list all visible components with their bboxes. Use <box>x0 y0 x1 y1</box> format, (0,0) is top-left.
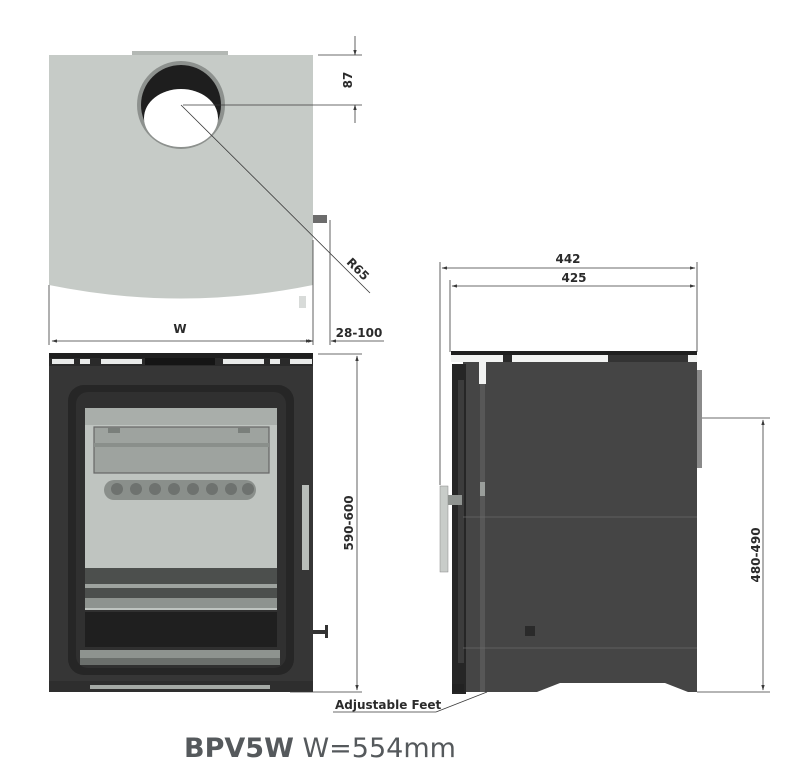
width-spec: W=554mm <box>302 733 456 764</box>
air-control-knob[interactable] <box>313 630 327 634</box>
wall-clearance-label: 28-100 <box>336 326 383 340</box>
adjustable-feet-label: Adjustable Feet <box>335 698 442 712</box>
rear-flue-height-label: 480-490 <box>749 527 763 582</box>
top-plate <box>49 55 313 299</box>
flue-radius-label: R65 <box>344 255 372 283</box>
adjustable-feet-callout: Adjustable Feet <box>333 691 488 713</box>
overall-depth-label: 442 <box>555 252 580 266</box>
front-view: 590-600 <box>49 353 362 693</box>
rear-foot <box>299 296 306 308</box>
front-height-label: 590-600 <box>342 495 356 550</box>
side-air-knob[interactable] <box>525 626 535 636</box>
fuel-bed-icon <box>104 480 256 500</box>
rear-bracket <box>313 215 327 223</box>
top-flue-collar <box>132 51 228 56</box>
door-handle-icon[interactable] <box>302 485 309 570</box>
side-door-handle-icon[interactable] <box>439 485 449 573</box>
side-view: 442 425 480-490 <box>439 252 770 694</box>
body-depth-label: 425 <box>561 271 586 285</box>
product-title: BPV5W W=554mm <box>0 733 640 764</box>
top-view: 87 R65 W 28-100 <box>48 36 384 345</box>
flue-offset-label: 87 <box>341 72 355 89</box>
width-label: W <box>173 322 186 336</box>
stove-body-side <box>463 362 697 692</box>
model-name: BPV5W <box>184 733 294 764</box>
